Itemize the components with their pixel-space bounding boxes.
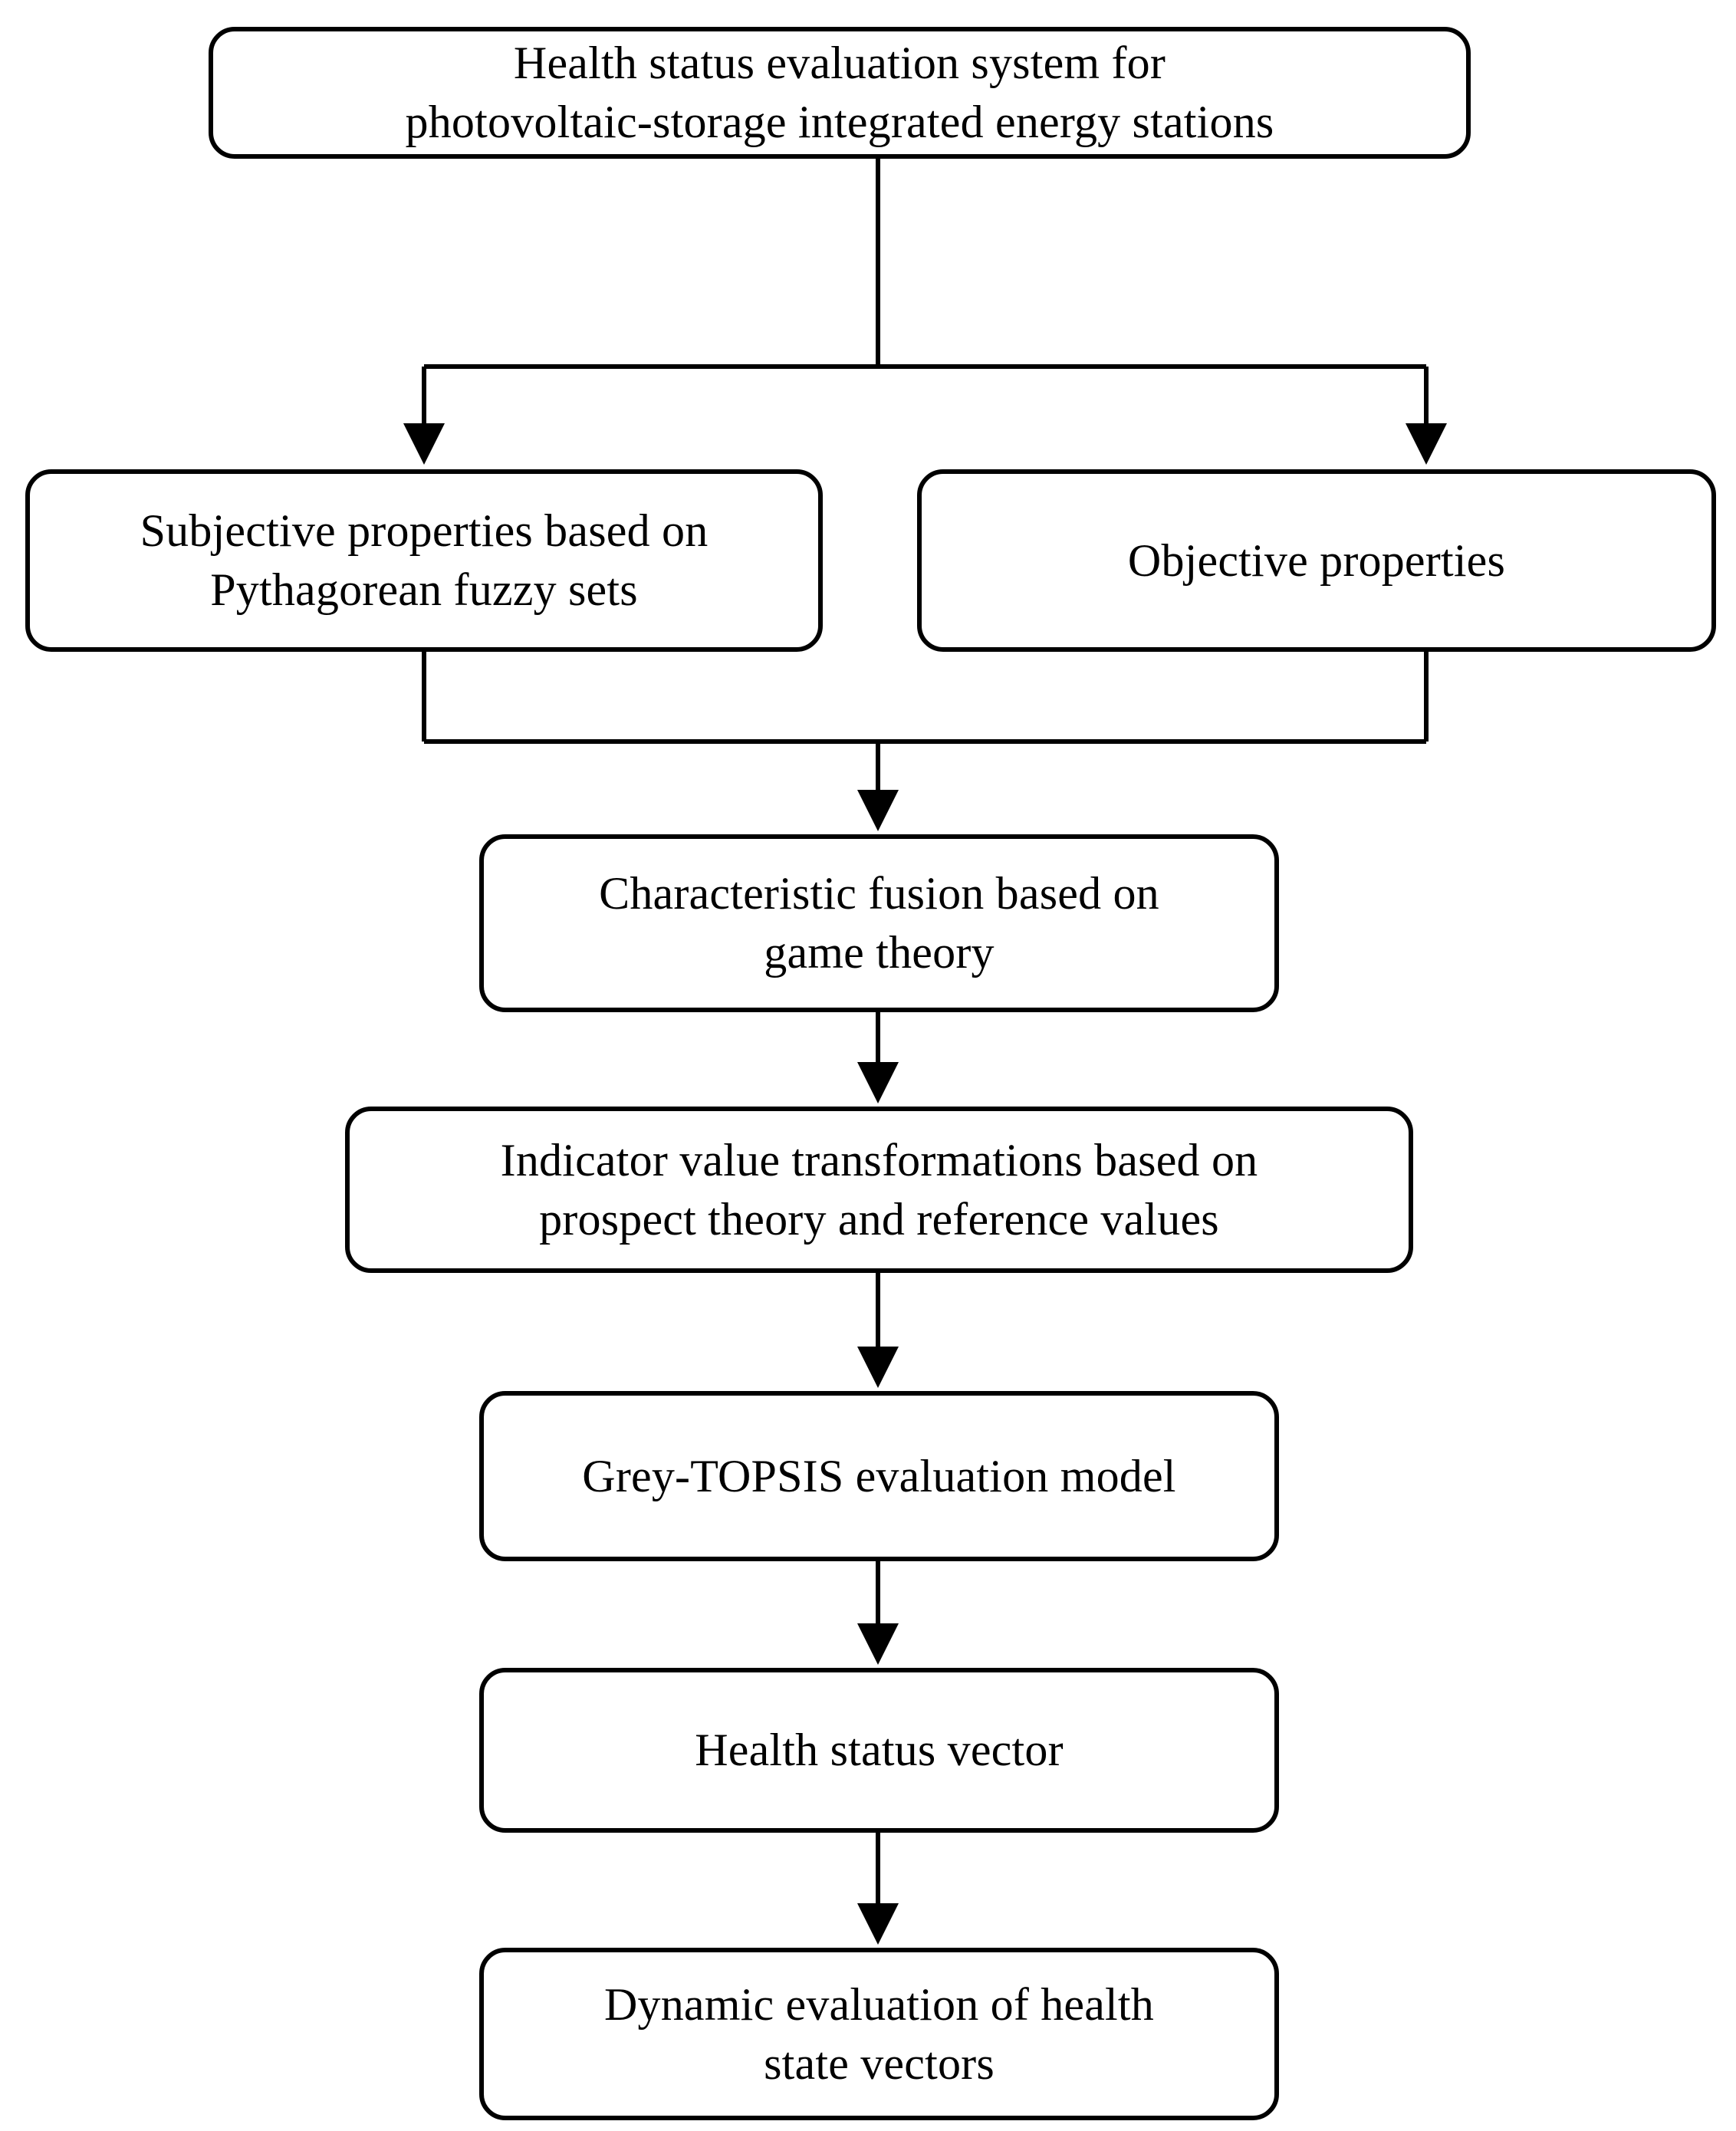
node-label: Dynamic evaluation of health state vecto…: [603, 1978, 1155, 2089]
node-indicator-value-transformations[interactable]: Indicator value transformations based on…: [345, 1107, 1413, 1273]
node-health-status-evaluation-system[interactable]: Health status evaluation system for phot…: [209, 27, 1471, 159]
node-label: Indicator value transformations based on…: [500, 1134, 1258, 1245]
node-grey-topsis-evaluation-model[interactable]: Grey-TOPSIS evaluation model: [479, 1391, 1279, 1561]
node-objective-properties[interactable]: Objective properties: [917, 469, 1716, 652]
node-dynamic-evaluation[interactable]: Dynamic evaluation of health state vecto…: [479, 1948, 1279, 2120]
node-characteristic-fusion[interactable]: Characteristic fusion based on game theo…: [479, 834, 1279, 1012]
node-label: Objective properties: [1127, 534, 1506, 586]
node-label: Subjective properties based on Pythagore…: [140, 505, 709, 615]
node-label: Health status evaluation system for phot…: [405, 38, 1274, 147]
node-label: Characteristic fusion based on game theo…: [599, 868, 1159, 978]
node-health-status-vector[interactable]: Health status vector: [479, 1668, 1279, 1833]
node-label: Grey-TOPSIS evaluation model: [582, 1450, 1176, 1501]
node-subjective-properties[interactable]: Subjective properties based on Pythagore…: [25, 469, 823, 652]
node-label: Health status vector: [695, 1725, 1064, 1776]
